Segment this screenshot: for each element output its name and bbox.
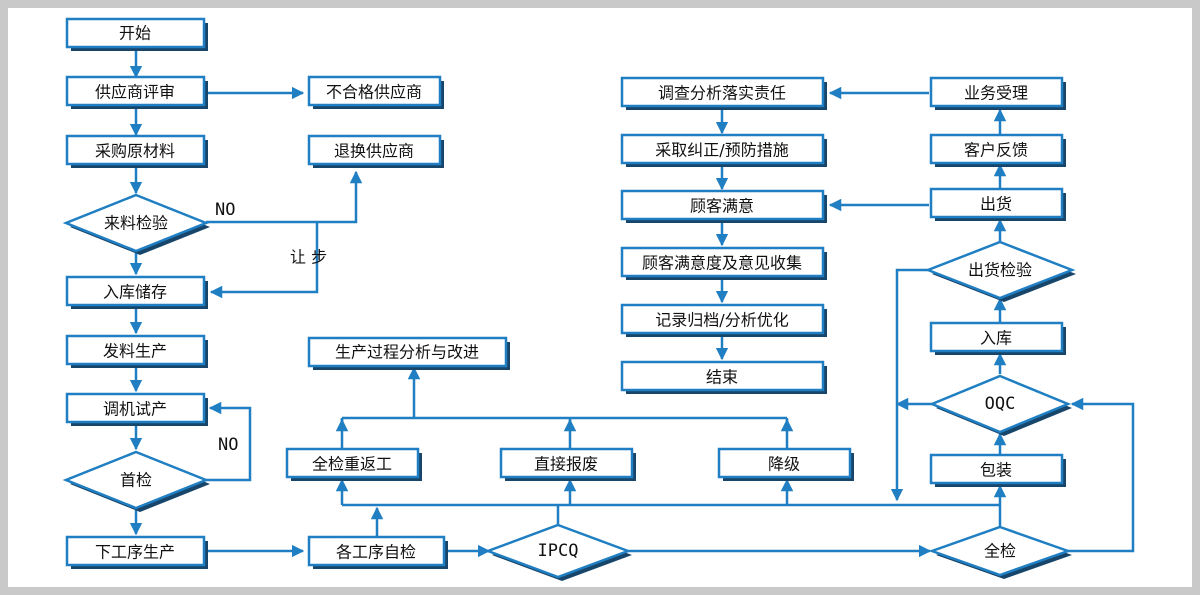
node-investigation-label: 调查分析落实责任 <box>658 84 786 103</box>
node-trial-production-label: 调机试产 <box>103 400 167 419</box>
label-no-first-inspection: NO <box>218 435 238 455</box>
node-supplier-review: 供应商评审 <box>65 75 208 109</box>
flow-connectors <box>129 49 1135 558</box>
node-shipment-label: 出货 <box>980 195 1012 214</box>
node-supplier-review-label: 供应商评审 <box>95 83 175 102</box>
node-ipcq: IPCQ <box>484 523 632 581</box>
node-start-label: 开始 <box>119 24 151 43</box>
node-shipment-inspection-label: 出货检验 <box>968 261 1032 280</box>
node-return-supplier: 退换供应商 <box>307 134 444 168</box>
node-warehousing-storage: 入库储存 <box>65 275 208 309</box>
node-satisfaction-collection-label: 顾客满意度及意见收集 <box>642 254 802 273</box>
node-storage: 入库 <box>929 321 1066 355</box>
node-self-inspection: 各工序自检 <box>307 535 448 569</box>
node-oqc: OQC <box>928 374 1072 436</box>
node-packaging: 包装 <box>929 453 1066 487</box>
node-rework-label: 全检重返工 <box>312 455 392 474</box>
node-customer-feedback-label: 客户反馈 <box>964 141 1028 160</box>
label-concession: 让 步 <box>290 248 327 267</box>
node-full-inspection-label: 全检 <box>984 542 1016 561</box>
node-full-inspection: 全检 <box>928 525 1072 579</box>
node-issue-production-label: 发料生产 <box>103 342 167 361</box>
node-shipment: 出货 <box>929 187 1066 221</box>
node-scrap: 直接报废 <box>499 447 636 481</box>
arrow-concession-to-warehousing <box>209 222 319 299</box>
node-customer-satisfaction-label: 顾客满意 <box>690 197 754 216</box>
node-customer-feedback: 客户反馈 <box>929 133 1066 167</box>
node-record-archive-label: 记录归档/分析优化 <box>655 311 788 330</box>
node-next-process-label: 下工序生产 <box>95 543 175 562</box>
arrow-shipment-inspection-reject <box>890 268 933 502</box>
arrow-full-inspection-loop-to-oqc <box>1068 397 1135 553</box>
node-storage-label: 入库 <box>980 329 1012 348</box>
node-record-archive: 记录归档/分析优化 <box>620 303 827 337</box>
arrow-first-inspection-no-loop <box>206 401 252 482</box>
node-business-acceptance: 业务受理 <box>929 76 1066 110</box>
node-incoming-inspection: 来料检验 <box>62 193 210 255</box>
node-ipcq-label: IPCQ <box>538 541 579 561</box>
node-purchase-materials: 采购原材料 <box>65 134 208 168</box>
node-downgrade-label: 降级 <box>768 455 800 474</box>
node-rework: 全检重返工 <box>285 447 422 481</box>
node-customer-satisfaction: 顾客满意 <box>620 189 827 223</box>
node-first-inspection-label: 首检 <box>120 471 152 490</box>
node-business-acceptance-label: 业务受理 <box>964 84 1028 103</box>
node-incoming-inspection-label: 来料检验 <box>104 214 168 233</box>
node-downgrade: 降级 <box>717 447 854 481</box>
node-next-process: 下工序生产 <box>65 535 208 569</box>
node-unqualified-supplier-label: 不合格供应商 <box>326 83 422 102</box>
node-end: 结束 <box>620 360 827 394</box>
node-issue-production: 发料生产 <box>65 334 208 368</box>
node-satisfaction-collection: 顾客满意度及意见收集 <box>620 246 827 280</box>
node-investigation: 调查分析落实责任 <box>620 76 827 110</box>
node-return-supplier-label: 退换供应商 <box>334 142 414 161</box>
node-trial-production: 调机试产 <box>65 392 208 426</box>
node-self-inspection-label: 各工序自检 <box>336 543 416 562</box>
node-shipment-inspection: 出货检验 <box>924 240 1076 302</box>
node-start: 开始 <box>65 17 208 51</box>
node-unqualified-supplier: 不合格供应商 <box>307 75 444 109</box>
node-warehousing-storage-label: 入库储存 <box>103 283 167 302</box>
node-oqc-label: OQC <box>985 394 1016 414</box>
node-corrective-actions: 采取纠正/预防措施 <box>620 133 827 167</box>
node-packaging-label: 包装 <box>980 461 1012 480</box>
label-no-incoming: NO <box>215 200 235 220</box>
node-process-improvement-label: 生产过程分析与改进 <box>335 343 479 362</box>
node-corrective-actions-label: 采取纠正/预防措施 <box>655 141 788 160</box>
node-scrap-label: 直接报废 <box>534 455 598 474</box>
node-first-inspection: 首检 <box>62 450 210 512</box>
arrow-no-to-return-supplier <box>206 170 363 224</box>
node-purchase-materials-label: 采购原材料 <box>95 142 175 161</box>
node-process-improvement: 生产过程分析与改进 <box>307 336 510 370</box>
node-end-label: 结束 <box>706 368 738 387</box>
